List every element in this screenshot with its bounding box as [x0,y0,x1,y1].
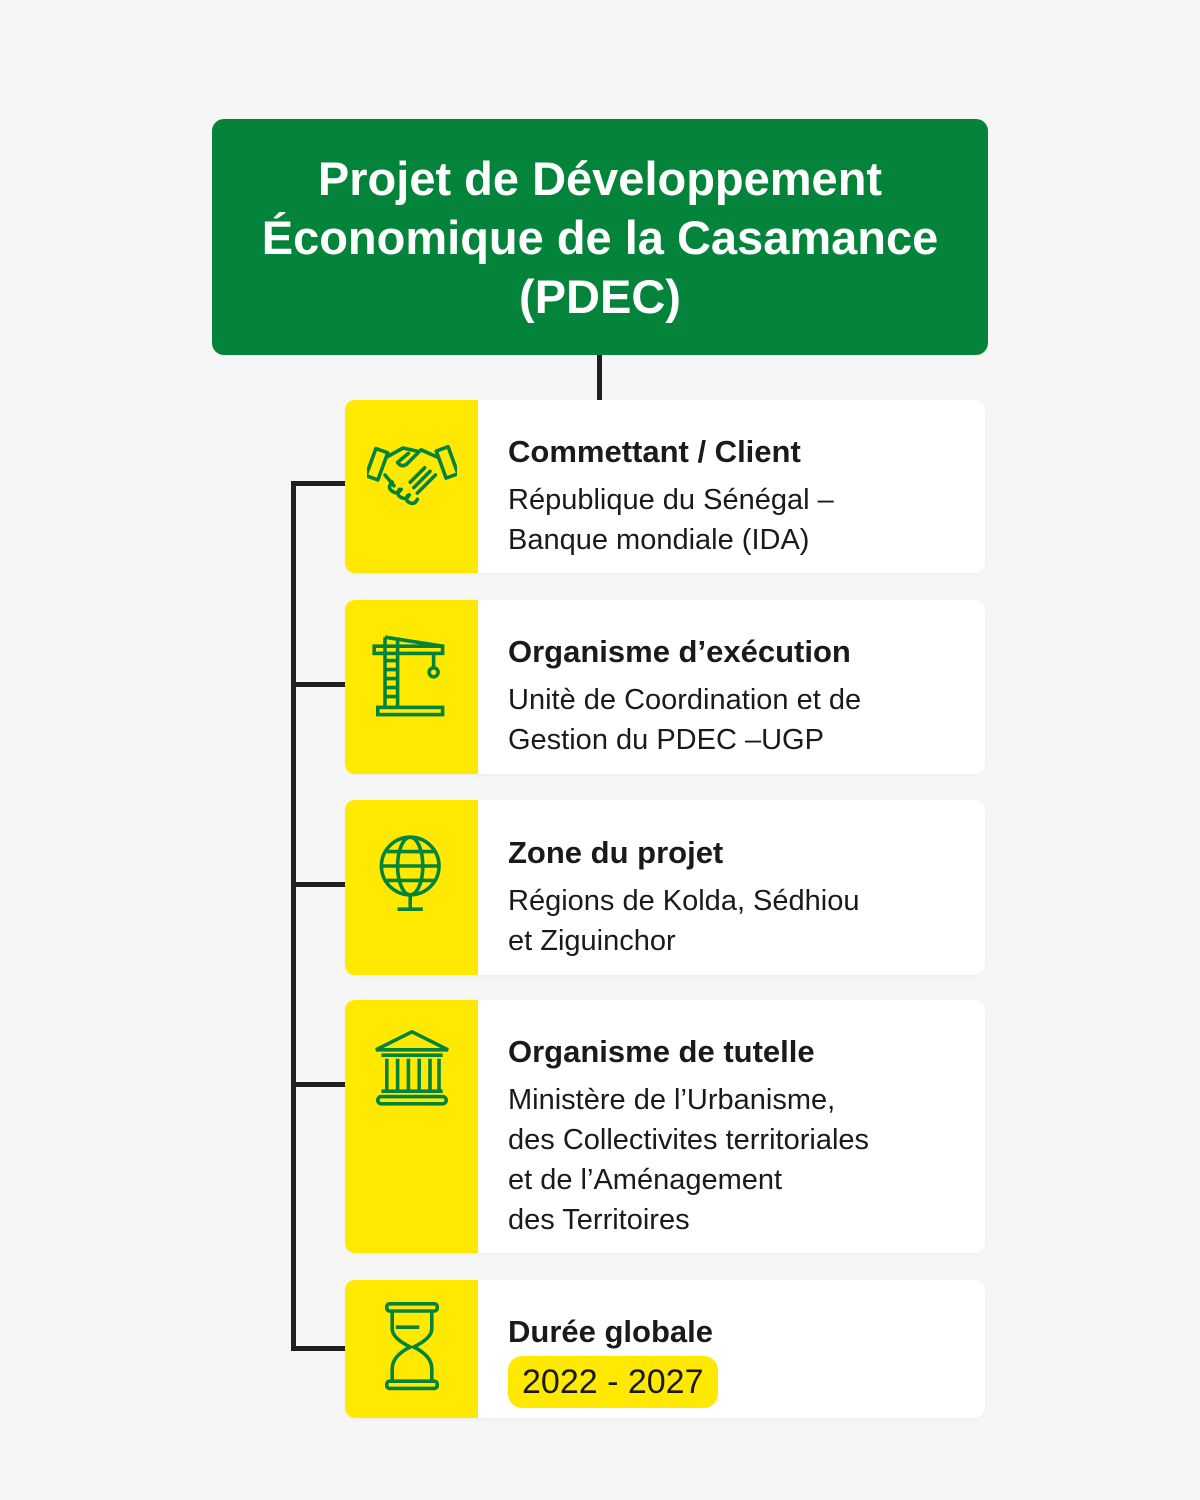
connector-stub [291,1082,345,1087]
icon-panel [345,1000,478,1253]
item-title: Organisme d’exécution [508,634,851,669]
info-card-supervising-agency: Organisme de tutelle Ministère de l’Urba… [345,1000,985,1253]
government-building-icon [375,1030,449,1106]
connector-stub [291,882,345,887]
description-line: Banque mondiale (IDA) [508,524,810,556]
item-title: Durée globale [508,1314,713,1349]
connector-bracket [291,481,296,1351]
item-description: Régions de Kolda, Sédhiou et Ziguinchor [508,881,965,961]
duration-badge: 2022 - 2027 [508,1356,718,1408]
icon-panel [345,600,478,774]
info-card-duration: Durée globale 2022 - 2027 [345,1280,985,1418]
info-card-executing-agency: Organisme d’exécution Unitè de Coordinat… [345,600,985,774]
description-line: Unitè de Coordination et de [508,684,862,716]
globe-icon [379,835,441,911]
item-title: Commettant / Client [508,434,801,469]
crane-icon [372,635,445,717]
handshake-icon [367,444,457,506]
title-line: (PDEC) [519,269,681,323]
description-line: et de l’Aménagement [508,1164,783,1196]
hourglass-icon [385,1302,439,1391]
description-line: des Territoires [508,1204,690,1236]
info-card-client: Commettant / Client République du Sénéga… [345,400,985,573]
description-line: des Collectivites territoriales [508,1124,870,1156]
info-card-project-zone: Zone du projet Régions de Kolda, Sédhiou… [345,800,985,975]
connector-trunk [597,355,602,400]
description-line: Gestion du PDEC –UGP [508,724,824,756]
icon-panel [345,800,478,975]
title-line: Économique de la Casamance [261,210,939,264]
description-line: République du Sénégal – [508,484,834,516]
icon-panel [345,400,478,573]
item-description: République du Sénégal – Banque mondiale … [508,480,965,560]
item-description: Unitè de Coordination et de Gestion du P… [508,680,965,760]
project-title: Projet de Développement Économique de la… [262,149,939,326]
description-line: Régions de Kolda, Sédhiou [508,885,860,917]
item-description: Ministère de l’Urbanisme, des Collectivi… [508,1080,965,1240]
connector-stub [291,481,345,486]
description-line: et Ziguinchor [508,925,676,957]
project-title-box: Projet de Développement Économique de la… [212,119,988,355]
item-title: Organisme de tutelle [508,1034,815,1069]
title-line: Projet de Développement [317,151,883,205]
item-title: Zone du projet [508,835,724,870]
connector-stub [291,1346,345,1351]
icon-panel [345,1280,478,1418]
connector-stub [291,682,345,687]
description-line: Ministère de l’Urbanisme, [508,1084,836,1116]
